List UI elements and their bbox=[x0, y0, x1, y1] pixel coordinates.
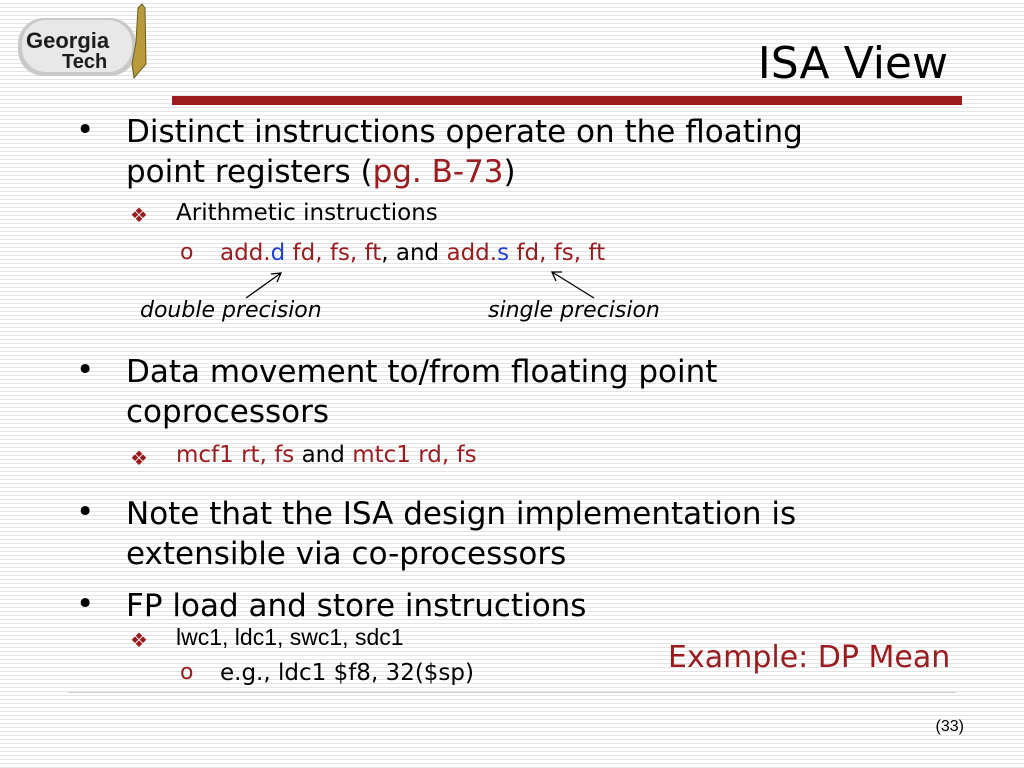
move-instructions-line: mcf1 rt, fs and mtc1 rd, fs bbox=[176, 442, 477, 468]
arrow-single-precision bbox=[551, 271, 595, 299]
annotation-double-precision: double precision bbox=[140, 298, 322, 323]
bullet-dot: • bbox=[76, 494, 95, 530]
o-bullet-icon: o bbox=[180, 660, 194, 685]
example-link[interactable]: Example: DP Mean bbox=[668, 640, 951, 675]
text-fragment: fd, fs, ft bbox=[285, 240, 382, 266]
logo-text-georgia: Georgia bbox=[26, 28, 110, 53]
precision-suffix-d: d bbox=[270, 240, 286, 266]
slide-title: ISA View bbox=[757, 38, 948, 89]
georgia-tech-logo: Georgia Tech bbox=[18, 3, 147, 80]
diamond-bullet-icon: ❖ bbox=[130, 203, 148, 227]
text-fragment: add. bbox=[446, 240, 498, 266]
sub-bullet-arithmetic: Arithmetic instructions bbox=[176, 200, 438, 226]
page-number: (33) bbox=[935, 718, 964, 735]
annotation-single-precision: single precision bbox=[488, 298, 660, 323]
logo-text-tech: Tech bbox=[62, 51, 107, 73]
footer-divider bbox=[68, 692, 956, 693]
ldc1-example: e.g., ldc1 $f8, 32($sp) bbox=[220, 660, 474, 686]
text-fragment: ) bbox=[503, 154, 516, 190]
arrow-head bbox=[550, 271, 562, 282]
text-fragment: , and bbox=[381, 240, 447, 266]
add-instructions-line: add.d fd, fs, ft, and add.s fd, fs, ft bbox=[220, 240, 605, 266]
title-underline bbox=[172, 96, 962, 105]
bullet-dot: • bbox=[76, 112, 95, 148]
text-fragment: mcf1 rt, fs bbox=[176, 442, 295, 468]
diamond-bullet-icon: ❖ bbox=[130, 446, 148, 470]
text-fragment: add. bbox=[220, 240, 271, 266]
arrow-head bbox=[270, 272, 283, 283]
bullet-1-line-1: Distinct instructions operate on the flo… bbox=[126, 114, 803, 150]
bullet-2-line-1: Data movement to/from floating point bbox=[126, 354, 718, 390]
page-reference: pg. B-73 bbox=[372, 154, 504, 190]
bullet-dot: • bbox=[76, 352, 95, 388]
load-store-list: lwc1, ldc1, swc1, sdc1 bbox=[176, 624, 404, 650]
text-fragment: fd, fs, ft bbox=[509, 240, 606, 266]
text-fragment: point registers ( bbox=[126, 154, 373, 190]
bullet-3-line-2: extensible via co-processors bbox=[126, 536, 567, 572]
bullet-1-line-2: point registers (pg. B-73) bbox=[126, 152, 516, 192]
bullet-4-line-1: FP load and store instructions bbox=[126, 588, 587, 624]
diamond-bullet-icon: ❖ bbox=[130, 628, 148, 652]
bullet-3-line-1: Note that the ISA design implementation … bbox=[126, 496, 797, 532]
o-bullet-icon: o bbox=[180, 240, 194, 265]
bullet-dot: • bbox=[76, 586, 95, 622]
text-fragment: mtc1 rd, fs bbox=[352, 442, 477, 468]
text-fragment: and bbox=[294, 442, 353, 468]
arrow-double-precision bbox=[245, 272, 282, 299]
precision-suffix-s: s bbox=[497, 240, 510, 266]
bullet-2-line-2: coprocessors bbox=[126, 394, 329, 430]
